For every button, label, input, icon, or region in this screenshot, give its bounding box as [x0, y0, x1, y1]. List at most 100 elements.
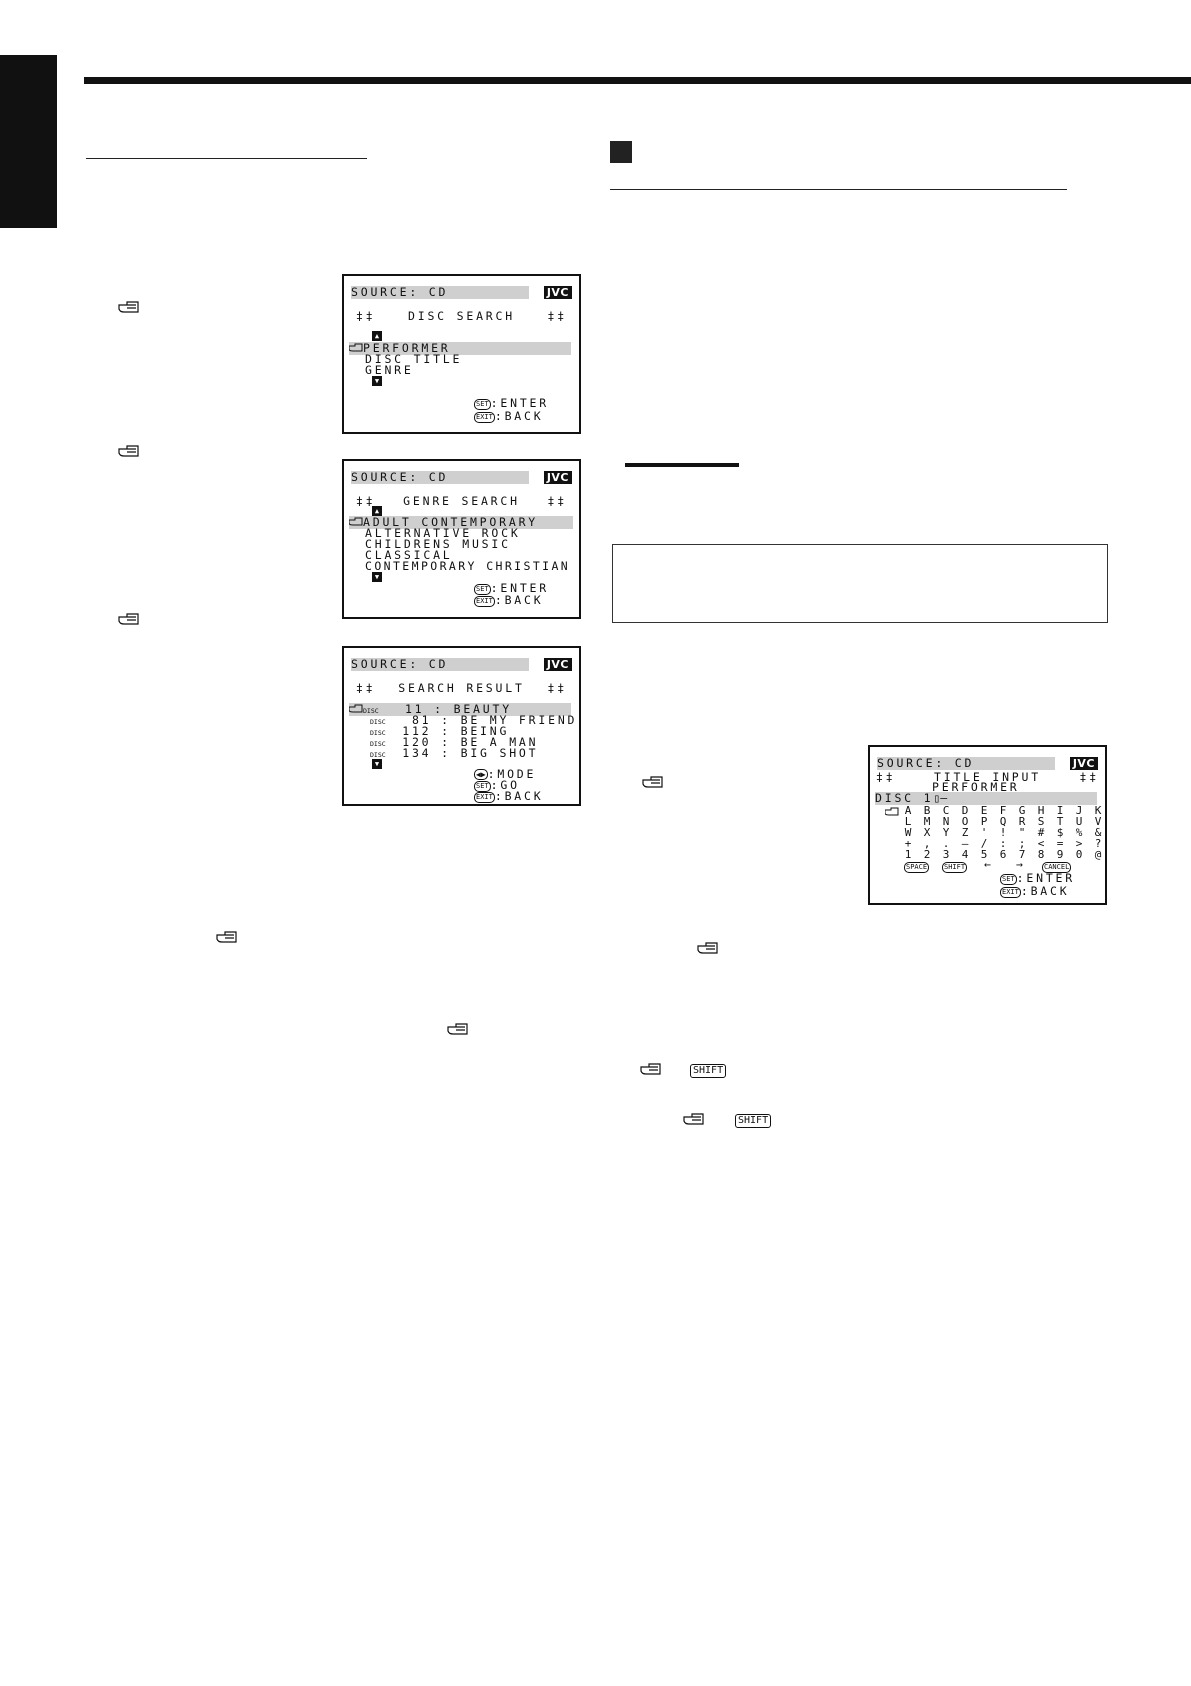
keyboard-key[interactable]: K	[1094, 804, 1102, 817]
section-square-marker	[610, 141, 632, 163]
keyboard-key[interactable]: C	[942, 804, 950, 817]
shift-key[interactable]: SHIFT	[942, 862, 968, 873]
keyboard-key[interactable]: /	[980, 837, 988, 850]
keyboard-key[interactable]: X	[923, 826, 931, 839]
menu-item-performer[interactable]: PERFORMER	[348, 342, 571, 355]
keyboard-key[interactable]: <	[1037, 837, 1045, 850]
keyboard-key[interactable]: U	[1075, 815, 1083, 828]
keyboard-key[interactable]: S	[1037, 815, 1045, 828]
genre-item[interactable]: CHILDRENS MUSIC	[365, 537, 511, 551]
left-arrow-key[interactable]: ←	[984, 857, 991, 871]
keyboard-key[interactable]: 7	[1018, 848, 1026, 861]
result-row[interactable]: DISC 112 : BEING	[370, 724, 510, 738]
keyboard-key[interactable]: A	[904, 804, 912, 817]
keyboard-key[interactable]: E	[980, 804, 988, 817]
keyboard-key[interactable]: O	[961, 815, 969, 828]
keyboard-key[interactable]: Q	[999, 815, 1007, 828]
keyboard-key[interactable]: 1	[904, 848, 912, 861]
keyboard-key[interactable]: I	[1056, 804, 1064, 817]
keyboard-key[interactable]: V	[1094, 815, 1102, 828]
keyboard-key[interactable]: '	[980, 826, 988, 839]
keyboard-key[interactable]: 5	[980, 848, 988, 861]
keyboard-key[interactable]: N	[942, 815, 950, 828]
keyboard-key[interactable]: –	[961, 837, 969, 850]
keyboard-key[interactable]: F	[999, 804, 1007, 817]
genre-item[interactable]: ADULT CONTEMPORARY	[348, 516, 573, 529]
keyboard-key[interactable]: M	[923, 815, 931, 828]
keyboard-key[interactable]: B	[923, 804, 931, 817]
keyboard-key[interactable]: $	[1056, 826, 1064, 839]
osd-title: ‡‡DISC SEARCH‡‡	[356, 309, 567, 323]
result-row[interactable]: DISC 11 : BEAUTY	[348, 703, 571, 716]
keyboard-key[interactable]: 3	[942, 848, 950, 861]
keyboard-key[interactable]: #	[1037, 826, 1045, 839]
menu-item-genre[interactable]: GENRE	[365, 363, 414, 377]
keyboard-key[interactable]: 6	[999, 848, 1007, 861]
pointer-hand-icon	[884, 805, 899, 816]
disc-row: DISC 1▯—	[875, 792, 1097, 805]
genre-item[interactable]: ALTERNATIVE ROCK	[365, 526, 521, 540]
keyboard-key[interactable]: !	[999, 826, 1007, 839]
keyboard-key[interactable]: L	[904, 815, 912, 828]
pointing-hand-icon	[118, 444, 140, 458]
cancel-key[interactable]: CANCEL	[1042, 862, 1072, 873]
up-arrow-icon: ▲	[372, 331, 382, 341]
pointing-hand-icon	[640, 1062, 662, 1076]
result-row[interactable]: DISC 81 : BE MY FRIEND	[370, 713, 578, 727]
keyboard-key[interactable]: Y	[942, 826, 950, 839]
down-arrow-icon: ▼	[372, 572, 382, 582]
genre-item[interactable]: CLASSICAL	[365, 548, 453, 562]
keyboard-key[interactable]: "	[1018, 826, 1026, 839]
keyboard-key[interactable]: J	[1075, 804, 1083, 817]
keyboard-key[interactable]: W	[904, 826, 912, 839]
keyboard-key[interactable]: =	[1056, 837, 1064, 850]
keyboard-key[interactable]: H	[1037, 804, 1045, 817]
keyboard-key[interactable]: 4	[961, 848, 969, 861]
left-right-arrow-icon: ◀▶	[474, 769, 488, 780]
keyboard-key[interactable]: G	[1018, 804, 1026, 817]
keyboard-key[interactable]: &	[1094, 826, 1102, 839]
back-command: EXIT:BACK	[474, 789, 544, 803]
left-heading-underline	[86, 158, 367, 159]
down-arrow-icon: ▼	[372, 376, 382, 386]
menu-item-disc-title[interactable]: DISC TITLE	[365, 352, 463, 366]
enter-command: SET:ENTER	[474, 396, 549, 410]
right-arrow-key[interactable]: →	[1016, 857, 1023, 871]
note-box	[612, 544, 1108, 623]
keyboard-key[interactable]: ;	[1018, 837, 1026, 850]
keyboard-key[interactable]: 0	[1075, 848, 1083, 861]
keyboard-key[interactable]: R	[1018, 815, 1026, 828]
back-command: EXIT:BACK	[474, 593, 544, 607]
keyboard-key[interactable]: D	[961, 804, 969, 817]
keyboard-key[interactable]: +	[904, 837, 912, 850]
keyboard-key[interactable]: ?	[1094, 837, 1102, 850]
space-key[interactable]: SPACE	[904, 862, 930, 873]
pointing-hand-icon	[642, 775, 664, 789]
keyboard-key[interactable]: :	[999, 837, 1007, 850]
keyboard-key[interactable]: P	[980, 815, 988, 828]
source-label: SOURCE: CD	[351, 471, 529, 484]
genre-item[interactable]: CONTEMPORARY CHRISTIAN	[365, 559, 571, 573]
keyboard-key[interactable]: 2	[923, 848, 931, 861]
result-row[interactable]: DISC 120 : BE A MAN	[370, 735, 539, 749]
pointing-hand-icon	[697, 941, 719, 955]
keyboard-key[interactable]: %	[1075, 826, 1083, 839]
jvc-logo: JVC	[543, 286, 572, 299]
pointing-hand-icon	[683, 1112, 705, 1126]
shift-key-inline: SHIFT	[690, 1060, 727, 1078]
header-rule	[84, 77, 1191, 84]
keyboard-key[interactable]: .	[942, 837, 950, 850]
keyboard-key[interactable]: 9	[1056, 848, 1064, 861]
jvc-logo: JVC	[1069, 757, 1098, 770]
keyboard-key[interactable]: ,	[923, 837, 931, 850]
result-row[interactable]: DISC 134 : BIG SHOT	[370, 746, 539, 760]
section-tab	[0, 55, 57, 228]
mode-command: ◀▶:MODE	[474, 767, 537, 781]
down-arrow-icon: ▼	[372, 759, 382, 769]
keyboard-key[interactable]: 8	[1037, 848, 1045, 861]
keyboard-key[interactable]: Z	[961, 826, 969, 839]
jvc-logo: JVC	[543, 471, 572, 484]
keyboard-key[interactable]: T	[1056, 815, 1064, 828]
keyboard-key[interactable]: >	[1075, 837, 1083, 850]
keyboard-key[interactable]: @	[1094, 848, 1102, 861]
